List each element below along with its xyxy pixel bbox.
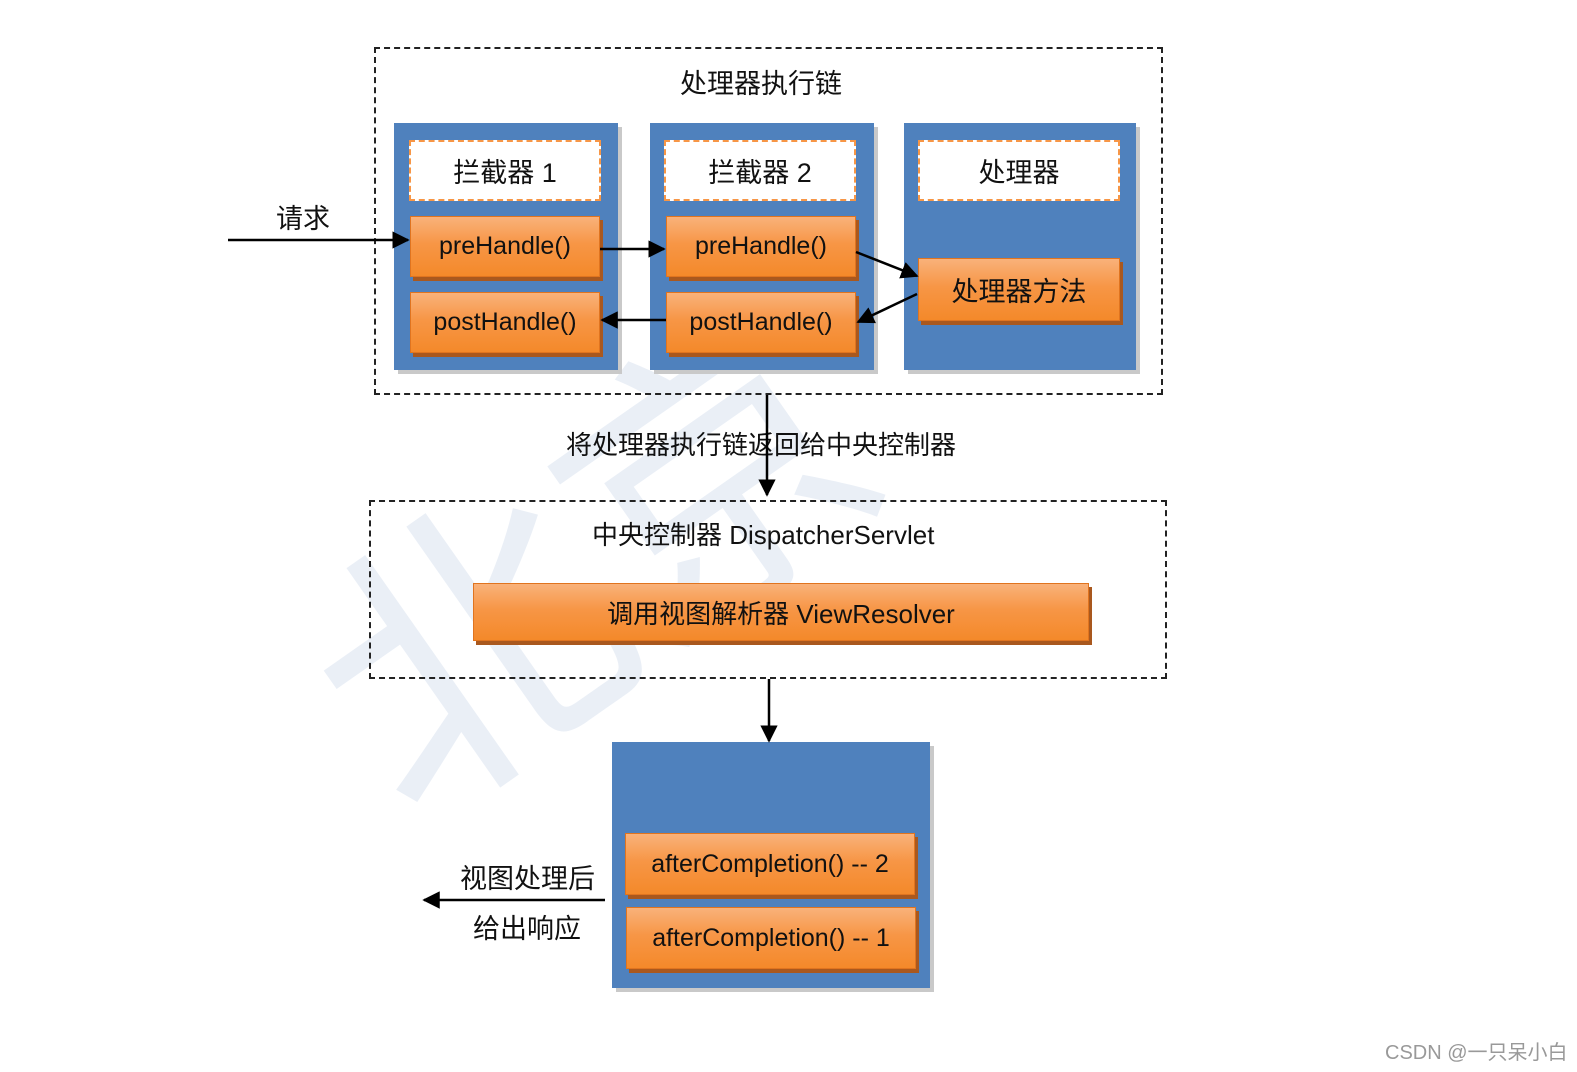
dispatcher-servlet-container xyxy=(369,500,1167,679)
handler-execution-chain-title: 处理器执行链 xyxy=(680,69,842,99)
interceptor-2-prehandle: preHandle() xyxy=(666,216,856,277)
handler-method: 处理器方法 xyxy=(918,258,1120,321)
interceptor-1-title-box: 拦截器 1 xyxy=(409,140,601,201)
after-completion-2: afterCompletion() -- 2 xyxy=(625,833,915,895)
response-label-line-1: 视图处理后 xyxy=(460,864,595,894)
view-resolver-box: 调用视图解析器 ViewResolver xyxy=(473,583,1089,641)
interceptor-2-title-box: 拦截器 2 xyxy=(664,140,856,201)
after-completion-1-label: afterCompletion() -- 1 xyxy=(652,923,890,952)
response-label-line-2: 给出响应 xyxy=(473,914,581,944)
interceptor-1-posthandle: postHandle() xyxy=(410,292,600,353)
dispatcher-servlet-title: 中央控制器 DispatcherServlet xyxy=(592,520,935,550)
interceptor-2-posthandle-label: postHandle() xyxy=(689,308,833,336)
csdn-watermark: CSDN @一只呆小白 xyxy=(1385,1042,1568,1064)
interceptor-1-prehandle-label: preHandle() xyxy=(438,232,571,260)
handler-title-box: 处理器 xyxy=(918,140,1120,201)
after-completion-1: afterCompletion() -- 1 xyxy=(626,907,916,969)
after-completion-2-label: afterCompletion() -- 2 xyxy=(651,849,889,878)
interceptor-1-prehandle: preHandle() xyxy=(410,216,600,277)
interceptor-1-title: 拦截器 1 xyxy=(453,158,557,188)
return-label: 将处理器执行链返回给中央控制器 xyxy=(566,430,957,460)
handler-execution-chain-container xyxy=(374,47,1163,395)
handler-to-posthandle-2-arrow xyxy=(856,292,918,324)
handler-title: 处理器 xyxy=(978,158,1060,188)
interceptor-2-prehandle-label: preHandle() xyxy=(694,232,827,260)
interceptor-2-posthandle: postHandle() xyxy=(666,292,856,353)
interceptor-1-posthandle-label: postHandle() xyxy=(433,308,577,336)
prehandle-2-to-handler-arrow xyxy=(855,250,919,279)
view-resolver-label: 调用视图解析器 ViewResolver xyxy=(607,598,955,629)
handler-method-label: 处理器方法 xyxy=(951,277,1087,307)
request-label: 请求 xyxy=(276,204,330,234)
interceptor-2-title: 拦截器 2 xyxy=(708,158,812,188)
